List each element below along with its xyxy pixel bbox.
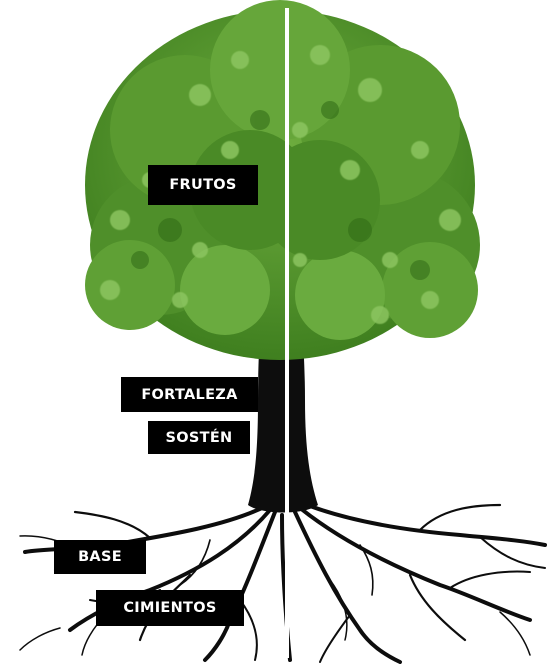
divider-line (285, 8, 289, 658)
label-frutos: FRUTOS (148, 165, 258, 205)
label-cimientos: CIMIENTOS (96, 590, 244, 626)
label-sosten: SOSTÉN (148, 421, 250, 454)
roots-illustration (19, 501, 547, 664)
label-base: BASE (54, 540, 146, 574)
tree-illustration (85, 0, 480, 360)
label-fortaleza: FORTALEZA (121, 377, 258, 412)
